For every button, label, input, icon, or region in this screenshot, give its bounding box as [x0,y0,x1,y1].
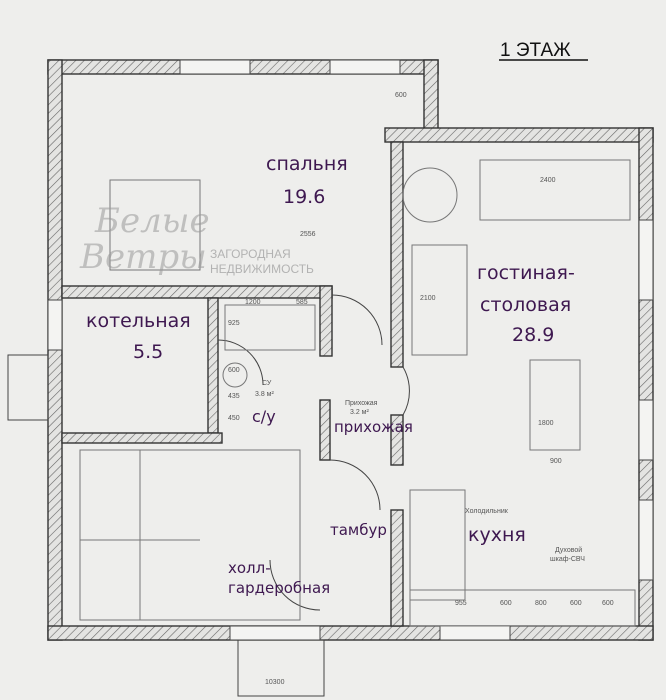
svg-text:1800: 1800 [538,420,554,427]
living-name-2: столовая [480,294,571,316]
floor-title: 1 ЭТАЖ [500,40,571,61]
svg-text:600: 600 [228,367,240,374]
inner-walls [61,141,404,627]
svg-text:900: 900 [550,458,562,465]
boiler-area: 5.5 [133,341,163,363]
svg-text:450: 450 [228,415,240,422]
svg-text:585: 585 [296,299,308,306]
svg-text:2556: 2556 [300,231,316,238]
bedroom-area: 19.6 [283,186,325,208]
svg-text:Духовой: Духовой [555,546,582,554]
hallway-name: прихожая [334,418,413,436]
furniture [79,159,636,627]
svg-text:955: 955 [455,600,467,607]
svg-text:шкаф-СВЧ: шкаф-СВЧ [550,556,585,563]
svg-text:ЗАГОРОДНАЯ: ЗАГОРОДНАЯ [210,247,291,261]
windows [47,59,654,641]
svg-text:925: 925 [228,320,240,327]
svg-text:600: 600 [570,600,582,607]
svg-text:10300: 10300 [265,679,285,686]
svg-text:Ветры: Ветры [79,237,207,277]
bathroom-name: с/у [252,407,276,426]
living-area: 28.9 [512,324,554,346]
svg-text:800: 800 [535,600,547,607]
boiler-name: котельная [86,310,191,332]
living-name-1: гостиная- [477,262,575,284]
porch [7,354,325,697]
doors [217,294,410,611]
svg-text:СУ: СУ [262,380,272,387]
hall-name-1: холл- [228,559,271,577]
watermark-logo: Белые Ветры ЗАГОРОДНАЯ НЕДВИЖИМОСТЬ [79,201,314,277]
svg-text:600: 600 [395,92,407,99]
bedroom-name: спальня [266,153,348,175]
svg-text:600: 600 [500,600,512,607]
svg-text:Прихожая: Прихожая [345,400,378,407]
svg-text:435: 435 [228,393,240,400]
svg-text:3.8 м²: 3.8 м² [255,391,274,398]
svg-text:НЕДВИЖИМОСТЬ: НЕДВИЖИМОСТЬ [210,262,314,276]
room-labels: спальня 19.6 котельная 5.5 с/у прихожая … [86,153,575,597]
svg-text:Холодильник: Холодильник [465,508,509,515]
svg-text:3.2 м²: 3.2 м² [350,409,369,416]
vestibule-name: тамбур [330,521,387,539]
hall-name-2: гардеробная [228,579,330,597]
kitchen-name: кухня [468,524,526,546]
svg-text:2400: 2400 [540,177,556,184]
svg-text:Белые: Белые [94,201,210,241]
svg-text:1200: 1200 [245,299,261,306]
svg-text:600: 600 [602,600,614,607]
plan-annotations: СУ 3.8 м² Прихожая 3.2 м² Холодильник Ду… [228,92,614,686]
svg-text:2100: 2100 [420,295,436,302]
